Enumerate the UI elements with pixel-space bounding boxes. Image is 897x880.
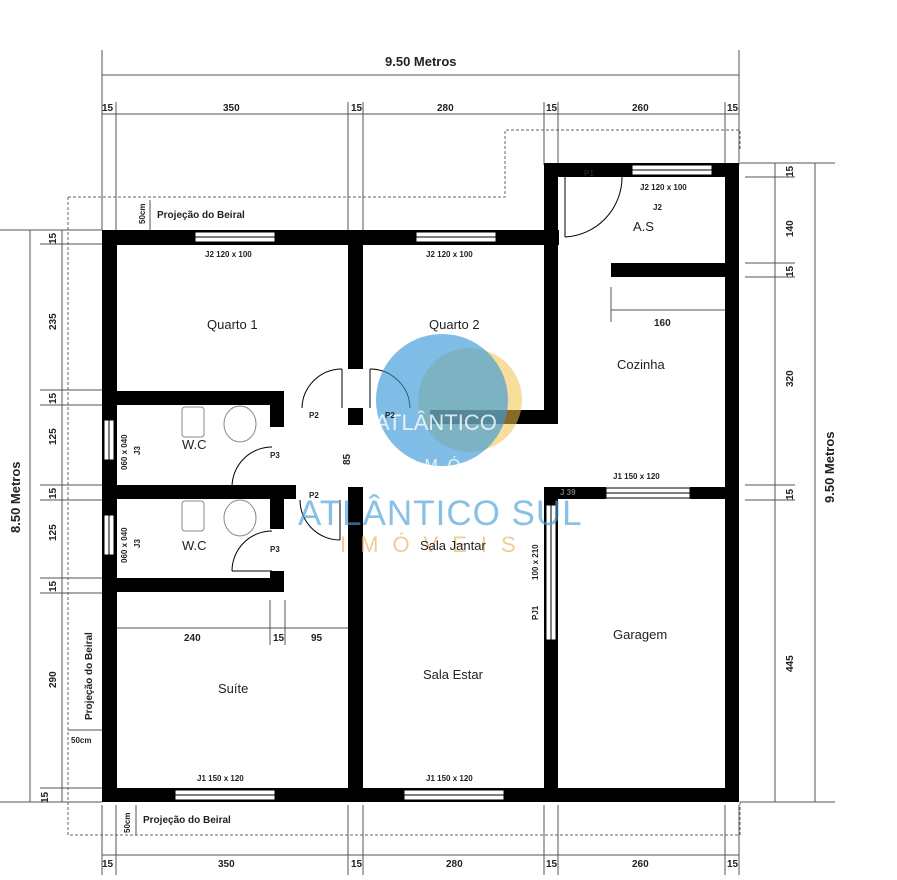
dim-inner-160: 160 [654,318,671,329]
eave-cm-top: 50cm [138,204,147,224]
dimension-lines [0,50,835,875]
dim-left-8: 290 [48,671,59,688]
dim-right-3: 15 [785,265,796,277]
dim-left-2: 235 [48,313,59,330]
dim-right-2: 140 [785,220,796,237]
label-j2-as-tag: J2 [653,203,662,212]
label-j3-a: J3 [133,446,142,455]
watermark-name: ATLÂNTICO SUL [298,494,583,533]
label-j2-as: J2 120 x 100 [640,183,687,192]
label-p2-suite: P2 [309,491,319,500]
dim-top-7: 15 [727,103,739,114]
eave-label-bottom: Projeção do Beiral [143,815,231,826]
dim-right-1: 15 [785,165,796,177]
dim-bottom-1: 15 [102,859,114,870]
dim-bottom-4: 280 [446,859,463,870]
room-wc-1: W.C [182,437,207,452]
dim-bottom-5: 15 [546,859,558,870]
dim-right-height: 9.50 Metros [822,431,837,503]
dim-top-2: 350 [223,103,240,114]
label-j2-quarto2: J2 120 x 100 [426,250,473,259]
label-pj1: PJ1 [531,605,540,620]
dim-right-4: 320 [785,370,796,387]
room-cozinha: Cozinha [617,357,665,372]
bathroom-fixtures [181,405,257,537]
room-quarto-1: Quarto 1 [207,317,258,332]
eave-cm-bottom: 50cm [123,813,132,833]
dim-top-4: 280 [437,103,454,114]
label-j1-suite: J1 150 x 120 [197,774,244,783]
label-j3-partial: J 39 [560,488,576,497]
room-garagem: Garagem [613,627,667,642]
dim-left-height: 8.50 Metros [8,461,23,533]
walls [102,163,739,802]
dim-left-6: 125 [48,524,59,541]
watermark-logo-text: ATLÂNTICO [375,410,497,435]
dim-left-5: 15 [48,487,59,499]
dim-left-4: 125 [48,428,59,445]
dim-top-1: 15 [102,103,114,114]
room-suite: Suíte [218,681,248,696]
dim-inner-15: 15 [273,633,285,644]
dim-bottom-7: 15 [727,859,739,870]
eave-outline [67,129,741,836]
dim-left-9: 15 [40,791,51,803]
dim-left-1: 15 [48,232,59,244]
dim-top-3: 15 [351,103,363,114]
dim-bottom-2: 350 [218,859,235,870]
label-j2-quarto1: J2 120 x 100 [205,250,252,259]
dim-bottom-6: 260 [632,859,649,870]
room-sala-jantar: Sala Jantar [420,538,486,553]
label-p3-b: P3 [270,545,280,554]
dim-total-width: 9.50 Metros [385,54,457,69]
dim-left-7: 15 [48,580,59,592]
room-quarto-2: Quarto 2 [429,317,480,332]
watermark-sub: IMÓVEIS [340,532,530,557]
label-j3-b: J3 [133,539,142,548]
label-p1: P1 [584,169,594,178]
label-p2-quarto1: P2 [309,411,319,420]
room-as: A.S [633,219,654,234]
label-j1-estar: J1 150 x 120 [426,774,473,783]
watermark-logo-sub: IMÓ [410,455,470,474]
eave-label-left: Projeção do Beiral [84,632,95,720]
windows [103,164,713,801]
dim-right-6: 445 [785,655,796,672]
room-sala-estar: Sala Estar [423,667,484,682]
eave-cm-left: 50cm [71,736,91,745]
label-pj1-size: 100 x 210 [531,544,540,580]
dim-inner-85: 85 [342,453,353,465]
eave-label-top: Projeção do Beiral [157,210,245,221]
label-p2-quarto2: P2 [385,411,395,420]
dim-inner-240: 240 [184,633,201,644]
dim-top-5: 15 [546,103,558,114]
dim-inner-95: 95 [311,633,323,644]
dim-left-3: 15 [48,392,59,404]
label-j3-b-size: 060 x 040 [120,527,129,563]
label-j1-cozinha: J1 150 x 120 [613,472,660,481]
dim-bottom-3: 15 [351,859,363,870]
watermark-logo: ATLÂNTICO IMÓ [375,334,522,474]
dim-top-6: 260 [632,103,649,114]
label-p3-a: P3 [270,451,280,460]
room-wc-2: W.C [182,538,207,553]
dim-right-5: 15 [785,488,796,500]
label-j3-a-size: 060 x 040 [120,434,129,470]
